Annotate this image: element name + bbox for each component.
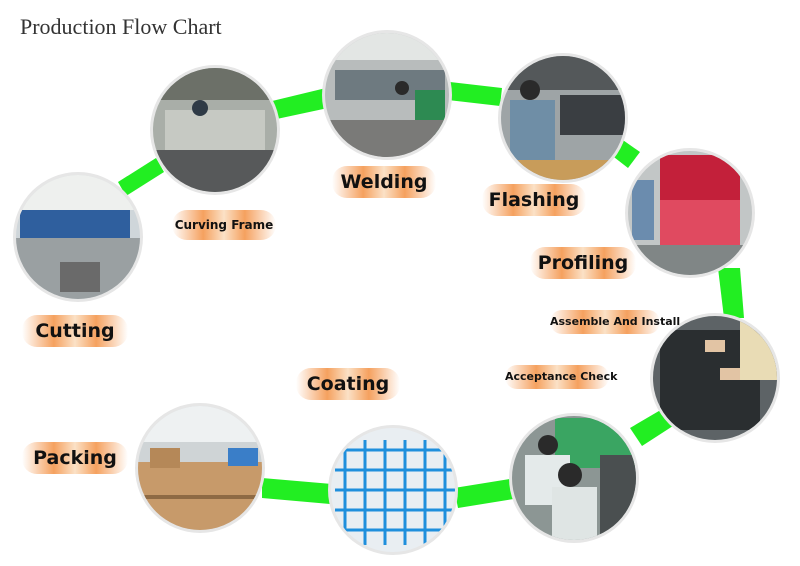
- connector: [118, 158, 164, 196]
- step-photo-flashing: [498, 53, 628, 183]
- step-photo-packing: [135, 403, 265, 533]
- connector: [718, 268, 744, 318]
- step-photo-welding: [322, 30, 452, 160]
- step-photo-acceptance-check: [509, 413, 639, 543]
- connector: [454, 478, 520, 508]
- step-label-assemble: Assemble And Install: [550, 310, 680, 334]
- step-label-welding: Welding: [332, 166, 436, 198]
- page-title: Production Flow Chart: [20, 14, 222, 39]
- step-label-acceptance-check: Acceptance Check: [505, 365, 617, 389]
- step-label-flashing: Flashing: [482, 184, 586, 216]
- step-label-cutting: Cutting: [22, 315, 128, 347]
- step-photo-cutting: [13, 172, 143, 302]
- step-photo-coating: [328, 425, 458, 555]
- step-photo-assemble: [650, 313, 780, 443]
- step-label-curving-frame: Curving Frame: [172, 210, 276, 240]
- connector: [262, 478, 332, 504]
- step-label-packing: Packing: [22, 442, 128, 474]
- step-photo-profiling: [625, 148, 755, 278]
- step-label-profiling: Profiling: [530, 247, 636, 279]
- connector: [448, 82, 502, 106]
- step-label-coating: Coating: [296, 368, 400, 400]
- step-photo-curving-frame: [150, 65, 280, 195]
- connector: [268, 88, 328, 120]
